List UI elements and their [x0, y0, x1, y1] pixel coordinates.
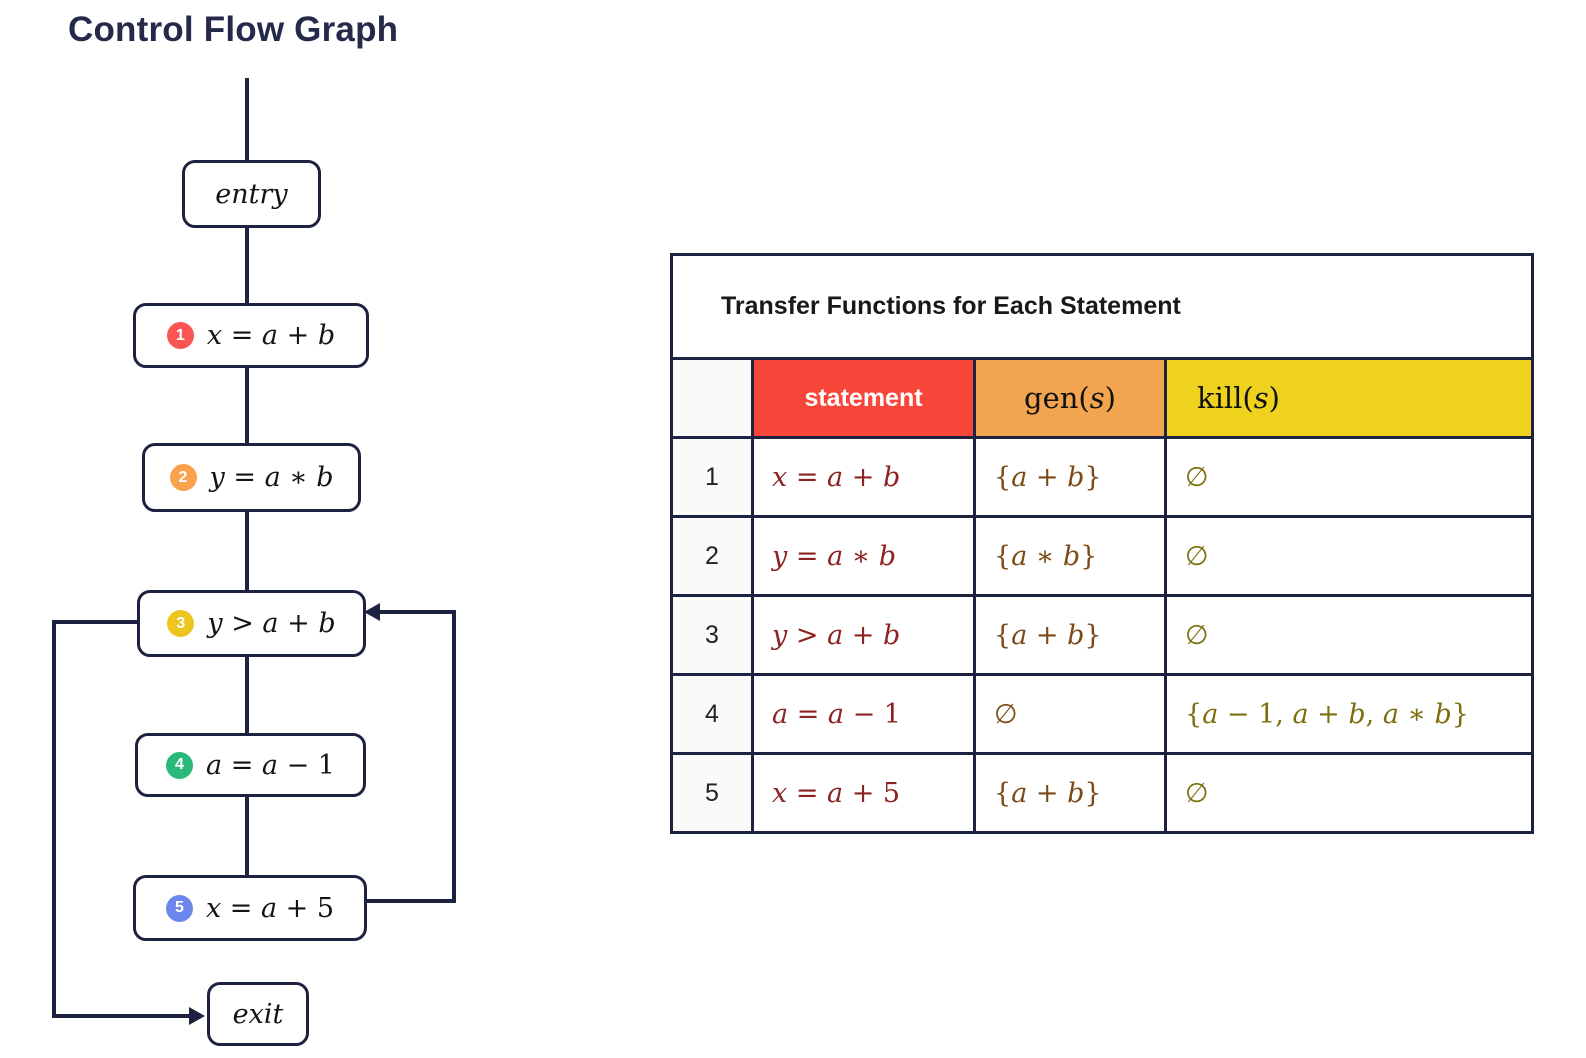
node-1-badge: 1 — [166, 322, 194, 349]
row-2-gen: {a ∗ b} — [973, 515, 1167, 597]
cfg-node-3: 3 y > a + b — [137, 590, 366, 657]
table-header-row: statement gen(s) kill(s) — [670, 357, 1534, 439]
row-3-gen: {a + b} — [973, 594, 1167, 676]
row-5-gen: {a + b} — [973, 752, 1167, 834]
cfg-node-4: 4 a = a − 1 — [135, 733, 366, 797]
node-5-badge: 5 — [165, 894, 193, 922]
edge-exit-vertical — [52, 620, 56, 1018]
row-3-statement: y > a + b — [751, 594, 976, 676]
node-5-label: x = a + 5 — [205, 892, 335, 924]
edge-exit-top — [52, 620, 137, 624]
node-2-badge: 2 — [169, 464, 197, 491]
node-1-label: x = a + b — [206, 320, 336, 351]
edge-back-bottom — [361, 899, 456, 903]
node-3-label: y > a + b — [207, 608, 336, 639]
arrowhead-into-node-3 — [364, 603, 380, 621]
table-title: Transfer Functions for Each Statement — [670, 253, 1534, 360]
cfg-title: Control Flow Graph — [68, 10, 399, 49]
row-5-number: 5 — [670, 752, 754, 834]
exit-label: exit — [232, 998, 284, 1030]
row-4-statement: a = a − 1 — [751, 673, 976, 755]
row-1-gen: {a + b} — [973, 436, 1167, 518]
header-blank-cell — [670, 357, 754, 439]
row-4-kill: {a − 1, a + b, a ∗ b} — [1164, 673, 1534, 755]
row-3-kill: ∅ — [1164, 594, 1534, 676]
row-4-number: 4 — [670, 673, 754, 755]
node-4-label: a = a − 1 — [206, 749, 335, 781]
cfg-node-5: 5 x = a + 5 — [133, 875, 367, 941]
cfg-node-1: 1 x = a + b — [133, 303, 369, 368]
column-header-gen: gen(s) — [973, 357, 1167, 439]
arrowhead-into-exit — [189, 1007, 205, 1025]
column-header-kill: kill(s) — [1164, 357, 1534, 439]
table-title-row: Transfer Functions for Each Statement — [670, 253, 1534, 360]
edge-back-top — [379, 610, 456, 614]
entry-node: entry — [182, 160, 321, 228]
exit-node: exit — [207, 982, 309, 1046]
row-4-gen: ∅ — [973, 673, 1167, 755]
row-1-number: 1 — [670, 436, 754, 518]
cfg-node-2: 2 y = a ∗ b — [142, 443, 361, 512]
row-2-statement: y = a ∗ b — [751, 515, 976, 597]
table-row-2: 2 y = a ∗ b {a ∗ b} ∅ — [670, 515, 1534, 597]
column-header-statement: statement — [751, 357, 976, 439]
table-row-5: 5 x = a + 5 {a + b} ∅ — [670, 752, 1534, 834]
row-5-statement: x = a + 5 — [751, 752, 976, 834]
row-2-number: 2 — [670, 515, 754, 597]
transfer-functions-table: Transfer Functions for Each Statement st… — [670, 253, 1534, 834]
row-1-kill: ∅ — [1164, 436, 1534, 518]
row-1-statement: x = a + b — [751, 436, 976, 518]
table-row-3: 3 y > a + b {a + b} ∅ — [670, 594, 1534, 676]
table-row-1: 1 x = a + b {a + b} ∅ — [670, 436, 1534, 518]
edge-exit-bottom — [52, 1014, 189, 1018]
row-3-number: 3 — [670, 594, 754, 676]
node-3-badge: 3 — [167, 610, 195, 637]
table-row-4: 4 a = a − 1 ∅ {a − 1, a + b, a ∗ b} — [670, 673, 1534, 755]
row-2-kill: ∅ — [1164, 515, 1534, 597]
entry-label: entry — [215, 178, 288, 210]
edge-back-vertical — [452, 610, 456, 903]
row-5-kill: ∅ — [1164, 752, 1534, 834]
node-2-label: y = a ∗ b — [209, 462, 334, 493]
node-4-badge: 4 — [166, 751, 193, 779]
